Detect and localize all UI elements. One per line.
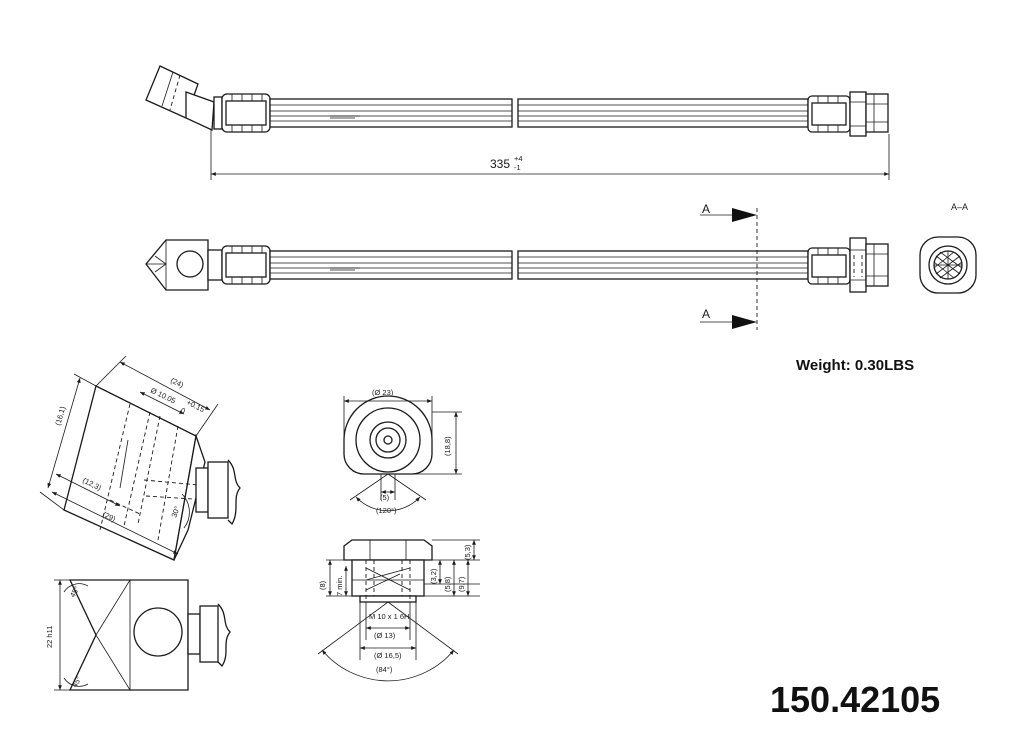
overall-length-label: 335: [490, 157, 510, 171]
hose-side-view: A A: [145, 202, 889, 330]
detail-nut: [195, 459, 241, 526]
section-marker-top: A: [702, 202, 710, 216]
section-cut-line: A A: [700, 202, 758, 330]
hose-body-side: [269, 250, 809, 280]
dim-5-8: (5,8): [443, 576, 452, 592]
section-a-a: A–A: [919, 202, 977, 294]
dim-5: (5): [380, 493, 390, 502]
left-crimp-sleeve-side: [221, 245, 271, 285]
dim-bore: Ø 10.05: [149, 386, 177, 406]
weight-label: Weight: 0.30LBS: [796, 357, 914, 374]
banjo-fitting-side: [145, 239, 223, 291]
section-title: A–A: [951, 202, 968, 212]
dim-18-8: (18,8): [443, 436, 452, 456]
overall-tol-minus: -1: [514, 163, 521, 172]
dim-16-1: (16,1): [53, 405, 67, 427]
right-fitting-top: [807, 91, 889, 137]
dim-3-2: (3,2): [429, 568, 438, 584]
angle-120: (120°): [376, 506, 397, 515]
right-fitting-side: [807, 237, 889, 293]
dim-d16-5: (Ø 16,5): [374, 651, 402, 660]
section-marker-bottom: A: [702, 307, 710, 321]
dim-8: (8): [318, 580, 327, 590]
angled-fitting-top: [145, 65, 215, 131]
dim-thread: M 10 x 1 6H: [369, 612, 409, 621]
dim-7-min: 7 min.: [335, 576, 344, 596]
dim-9-7: (9,7): [457, 576, 466, 592]
dim-bore-tol-minus: 0: [179, 406, 187, 416]
braid-pattern: [933, 251, 963, 279]
dim-d13: (Ø 13): [374, 631, 396, 640]
dim-30-angle: 30°: [169, 505, 181, 519]
dim-22-h11: 22 h11: [45, 626, 54, 648]
hose-body-top: [269, 98, 809, 128]
overall-length-dimension: 335 +4 -1: [210, 130, 890, 180]
angle-84: (84°): [376, 665, 393, 674]
detail-block-fitting: 22 h11 45° 45°: [45, 579, 231, 691]
detail-angled-fitting: (24) Ø 10.05 +0.15 0 (16,1) (12,3) (29) …: [39, 355, 241, 561]
dim-24: (24): [169, 376, 185, 390]
left-crimp-sleeve-top: [213, 93, 271, 133]
detail-end-view: (Ø 23) (18,8) (5) (120°): [343, 388, 462, 515]
dim-bore-tol-plus: +0.15: [185, 398, 206, 414]
detail-end-section: (5,3) (3,2) (5,8) (9,7) (8) 7 min. M 10 …: [317, 539, 480, 682]
overall-tol-plus: +4: [514, 154, 523, 163]
part-number: 150.42105: [770, 679, 940, 720]
hose-top-view: 335 +4 -1: [145, 65, 890, 180]
dim-d23: (Ø 23): [372, 388, 394, 397]
dim-5-3: (5,3): [463, 544, 472, 560]
